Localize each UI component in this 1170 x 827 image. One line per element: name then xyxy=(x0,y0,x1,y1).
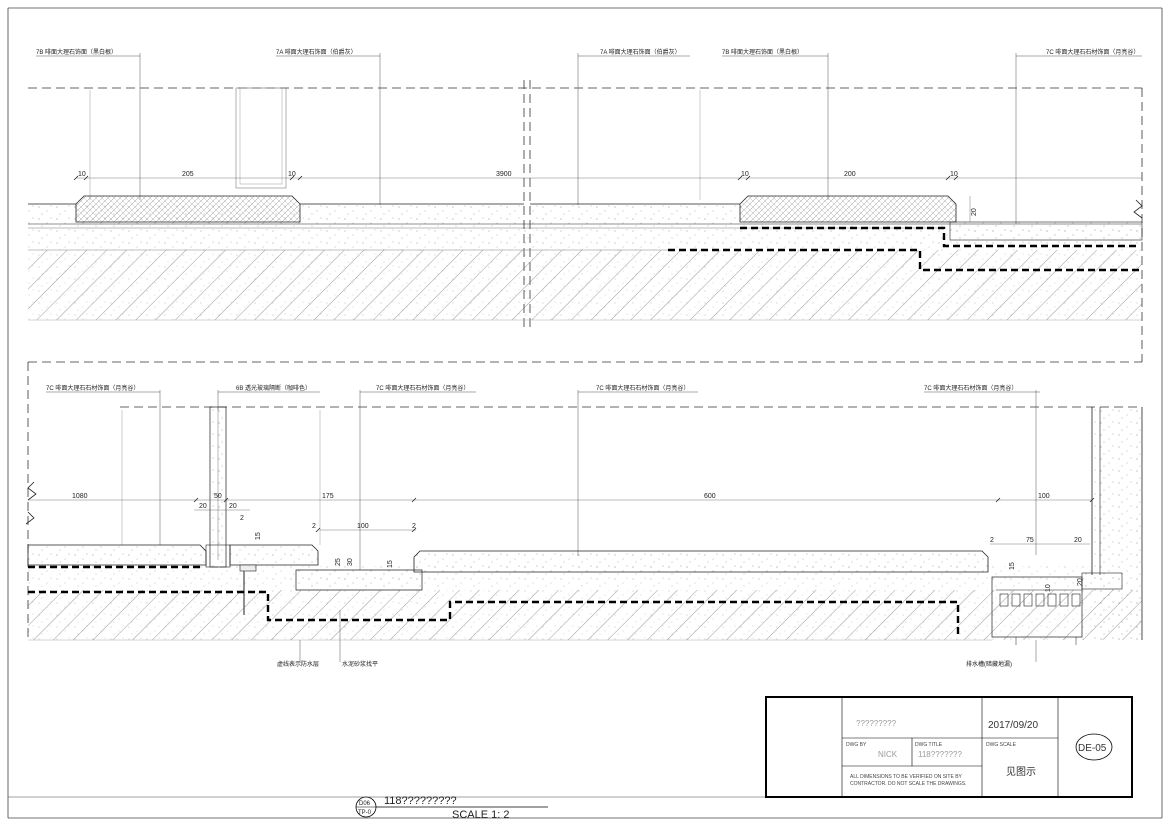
dimension-text: 200 xyxy=(844,171,856,178)
lower-section xyxy=(25,362,1143,662)
dimension-text: 15 xyxy=(387,560,394,568)
lower-label: 7C 啡面大理石石材饰面（月亮谷） xyxy=(46,384,139,392)
dimension-text: 20 xyxy=(971,208,978,216)
site-note-line1: ALL DIMENSIONS TO BE VERIFIED ON SITE BY xyxy=(850,774,963,780)
dimension-text: 75 xyxy=(1026,537,1034,544)
note-text: 水泥砂浆找平 xyxy=(342,660,378,668)
dimension-text: 20 xyxy=(199,503,207,510)
dimension-text: 2 xyxy=(312,523,316,530)
note-text: 排水槽(暗藏地漏) xyxy=(966,660,1012,668)
upper-label: 7A 啡面大理石饰面（伯爵灰） xyxy=(600,48,681,56)
site-note-line2: CONTRACTOR. DO NOT SCALE THE DRAWINGS. xyxy=(850,781,967,787)
upper-label: 7A 啡面大理石饰面（伯爵灰） xyxy=(276,48,357,56)
dimension-text: 600 xyxy=(704,493,716,500)
dimension-text: 20 xyxy=(1077,578,1084,586)
drawing-date: 2017/09/20 xyxy=(988,720,1038,731)
lower-labels: 7C 啡面大理石石材饰面（月亮谷） 6B 透光玻璃隔断（咖啡色） 7C 啡面大理… xyxy=(46,384,1040,393)
dimension-text: 100 xyxy=(357,523,369,530)
lower-label: 7C 啡面大理石石材饰面（月亮谷） xyxy=(924,384,1017,392)
dimension-text: 1080 xyxy=(72,493,88,500)
lower-dimensions: 1080 50 20 20 175 600 100 100 25 30 15 1… xyxy=(72,493,1084,592)
upper-label: 7C 啡面大理石石材饰面（月亮谷） xyxy=(1046,48,1139,56)
dwg-by-label: DWG BY xyxy=(846,742,867,748)
dimension-text: 20 xyxy=(1074,537,1082,544)
dimension-text: 175 xyxy=(322,493,334,500)
lower-label: 7C 啡面大理石石材饰面（月亮谷） xyxy=(376,384,469,392)
lower-label: 7C 啡面大理石石材饰面（月亮谷） xyxy=(596,384,689,392)
dwg-scale-value: 见图示 xyxy=(1006,766,1036,778)
dimension-text: 10 xyxy=(741,171,749,178)
dimension-text: 20 xyxy=(229,503,237,510)
detail-bubble-bottom: TP-0 xyxy=(358,810,372,816)
title-block: ????????? 2017/09/20 DWG BY NICK DWG TIT… xyxy=(765,696,1133,798)
detail-bubble-top: D06 xyxy=(359,801,371,807)
upper-labels: 7B 啡面大理石饰面（黑白根） 7A 啡面大理石饰面（伯爵灰） 7A 啡面大理石… xyxy=(36,48,1142,57)
dimension-text: 3900 xyxy=(496,171,512,178)
sheet-frame xyxy=(7,7,1163,819)
dimension-text: 2 xyxy=(412,523,416,530)
upper-label: 7B 啡面大理石饰面（黑白根） xyxy=(36,48,117,56)
dimension-text: 2 xyxy=(990,537,994,544)
dimension-text: 50 xyxy=(214,493,222,500)
dimension-text: 10 xyxy=(78,171,86,178)
drawing-caption: D06 TP-0 118????????? SCALE 1: 2 xyxy=(355,795,548,821)
dwg-by-value: NICK xyxy=(878,750,898,759)
dimension-text: 10 xyxy=(288,171,296,178)
dwg-title-label: DWG TITLE xyxy=(915,742,943,748)
dimension-text: 205 xyxy=(182,171,194,178)
upper-section xyxy=(28,53,1143,363)
dimension-text: 30 xyxy=(347,558,354,566)
lower-label: 6B 透光玻璃隔断（咖啡色） xyxy=(236,384,311,392)
dimension-text: 25 xyxy=(335,558,342,566)
dimension-text: 15 xyxy=(1009,562,1016,570)
upper-label: 7B 啡面大理石饰面（黑白根） xyxy=(722,48,803,56)
drawing-title: 118????????? xyxy=(384,795,457,807)
dwg-title-value: 118??????? xyxy=(918,750,962,759)
lower-notes: 虚线表示防水层 水泥砂浆找平 排水槽(暗藏地漏) xyxy=(277,660,1012,668)
dimension-text: 15 xyxy=(255,532,262,540)
sheet-number: DE-05 xyxy=(1078,743,1107,754)
project-name: ????????? xyxy=(856,719,897,728)
note-text: 虚线表示防水层 xyxy=(277,660,319,668)
dimension-text: 100 xyxy=(1038,493,1050,500)
dimension-text: 2 xyxy=(240,515,244,522)
drawing-scale: SCALE 1: 2 xyxy=(452,809,509,821)
upper-dimensions: 10 205 10 3900 10 200 10 20 xyxy=(78,171,978,216)
dimension-text: 10 xyxy=(1045,584,1052,592)
dimension-text: 10 xyxy=(950,171,958,178)
dwg-scale-label: DWG SCALE xyxy=(986,742,1017,748)
